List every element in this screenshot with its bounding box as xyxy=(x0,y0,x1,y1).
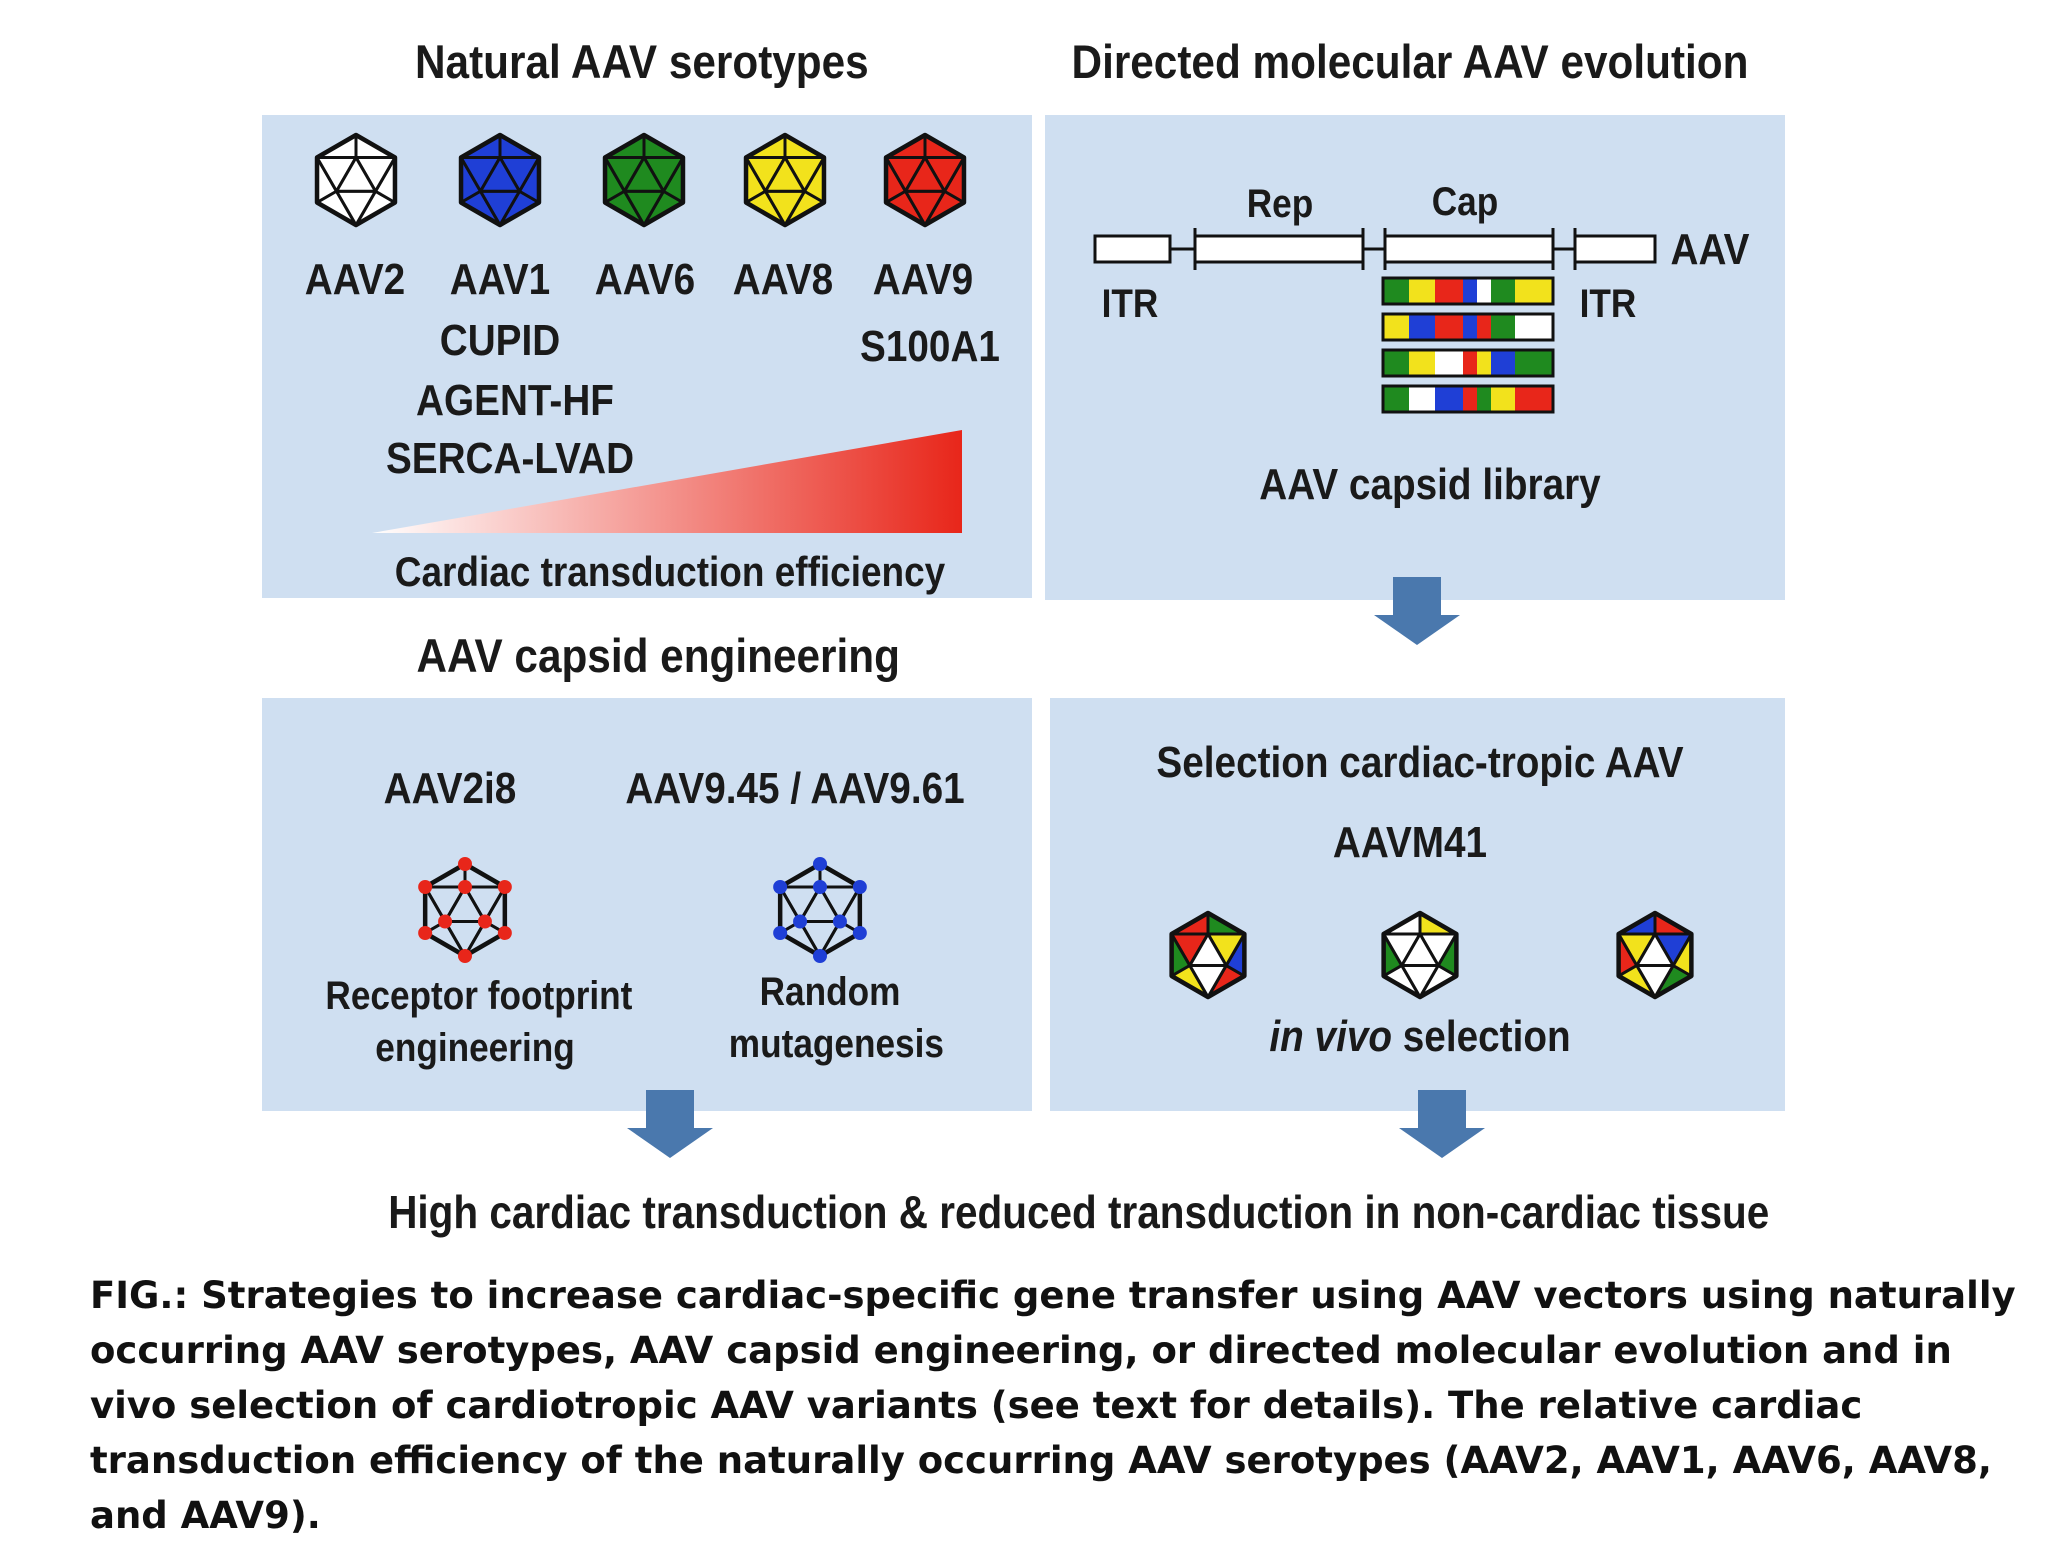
serotype-label-aav1: AAV1 xyxy=(449,255,551,304)
trial-s100a1: S100A1 xyxy=(860,322,1000,371)
method-random-mutagenesis-line1: Random xyxy=(759,970,901,1014)
heading-capsid-engineering: AAV capsid engineering xyxy=(416,629,900,682)
trial-serca-lvad: SERCA-LVAD xyxy=(385,434,635,483)
serotype-label-aav9: AAV9 xyxy=(872,255,974,304)
variant-aav9-45-61: AAV9.45 / AAV9.61 xyxy=(625,764,965,813)
method-receptor-footprint-line1: Receptor footprint xyxy=(325,974,633,1018)
aav-genome-label: AAV xyxy=(1670,225,1750,274)
figure-caption: FIG.: Strategies to increase cardiac-spe… xyxy=(90,1274,2016,1537)
itr-left-label: ITR xyxy=(1101,282,1159,326)
capsid-library-label: AAV capsid library xyxy=(1259,460,1601,509)
rep-label: Rep xyxy=(1246,182,1314,226)
itr-right-label: ITR xyxy=(1579,282,1637,326)
in-vivo-italic: in vivo xyxy=(1269,1012,1393,1061)
heading-natural-serotypes: Natural AAV serotypes xyxy=(415,35,869,88)
panel-capsid-engineering xyxy=(262,698,1032,1111)
selection-title: Selection cardiac-tropic AAV xyxy=(1156,738,1684,787)
serotype-label-aav6: AAV6 xyxy=(594,255,696,304)
trial-agent-hf: AGENT-HF xyxy=(416,376,614,425)
heading-directed-evolution: Directed molecular AAV evolution xyxy=(1071,35,1749,88)
panel-selection xyxy=(1050,698,1785,1111)
serotype-label-aav2: AAV2 xyxy=(304,255,406,304)
trial-cupid: CUPID xyxy=(439,316,561,365)
panel-directed-evolution xyxy=(1045,115,1785,600)
variant-aavm41: AAVM41 xyxy=(1332,818,1488,867)
efficiency-label: Cardiac transduction efficiency xyxy=(394,548,946,595)
in-vivo-selection-label: in vivo selection xyxy=(1244,1012,1596,1062)
selection-word: selection xyxy=(1392,1012,1571,1061)
method-random-mutagenesis-line2: mutagenesis xyxy=(728,1022,944,1066)
method-receptor-footprint-line2: engineering xyxy=(375,1026,575,1070)
outcome-statement: High cardiac transduction & reduced tran… xyxy=(388,1186,1770,1238)
serotype-label-aav8: AAV8 xyxy=(732,255,834,304)
variant-aav2i8: AAV2i8 xyxy=(383,764,517,813)
cap-label: Cap xyxy=(1431,180,1499,224)
